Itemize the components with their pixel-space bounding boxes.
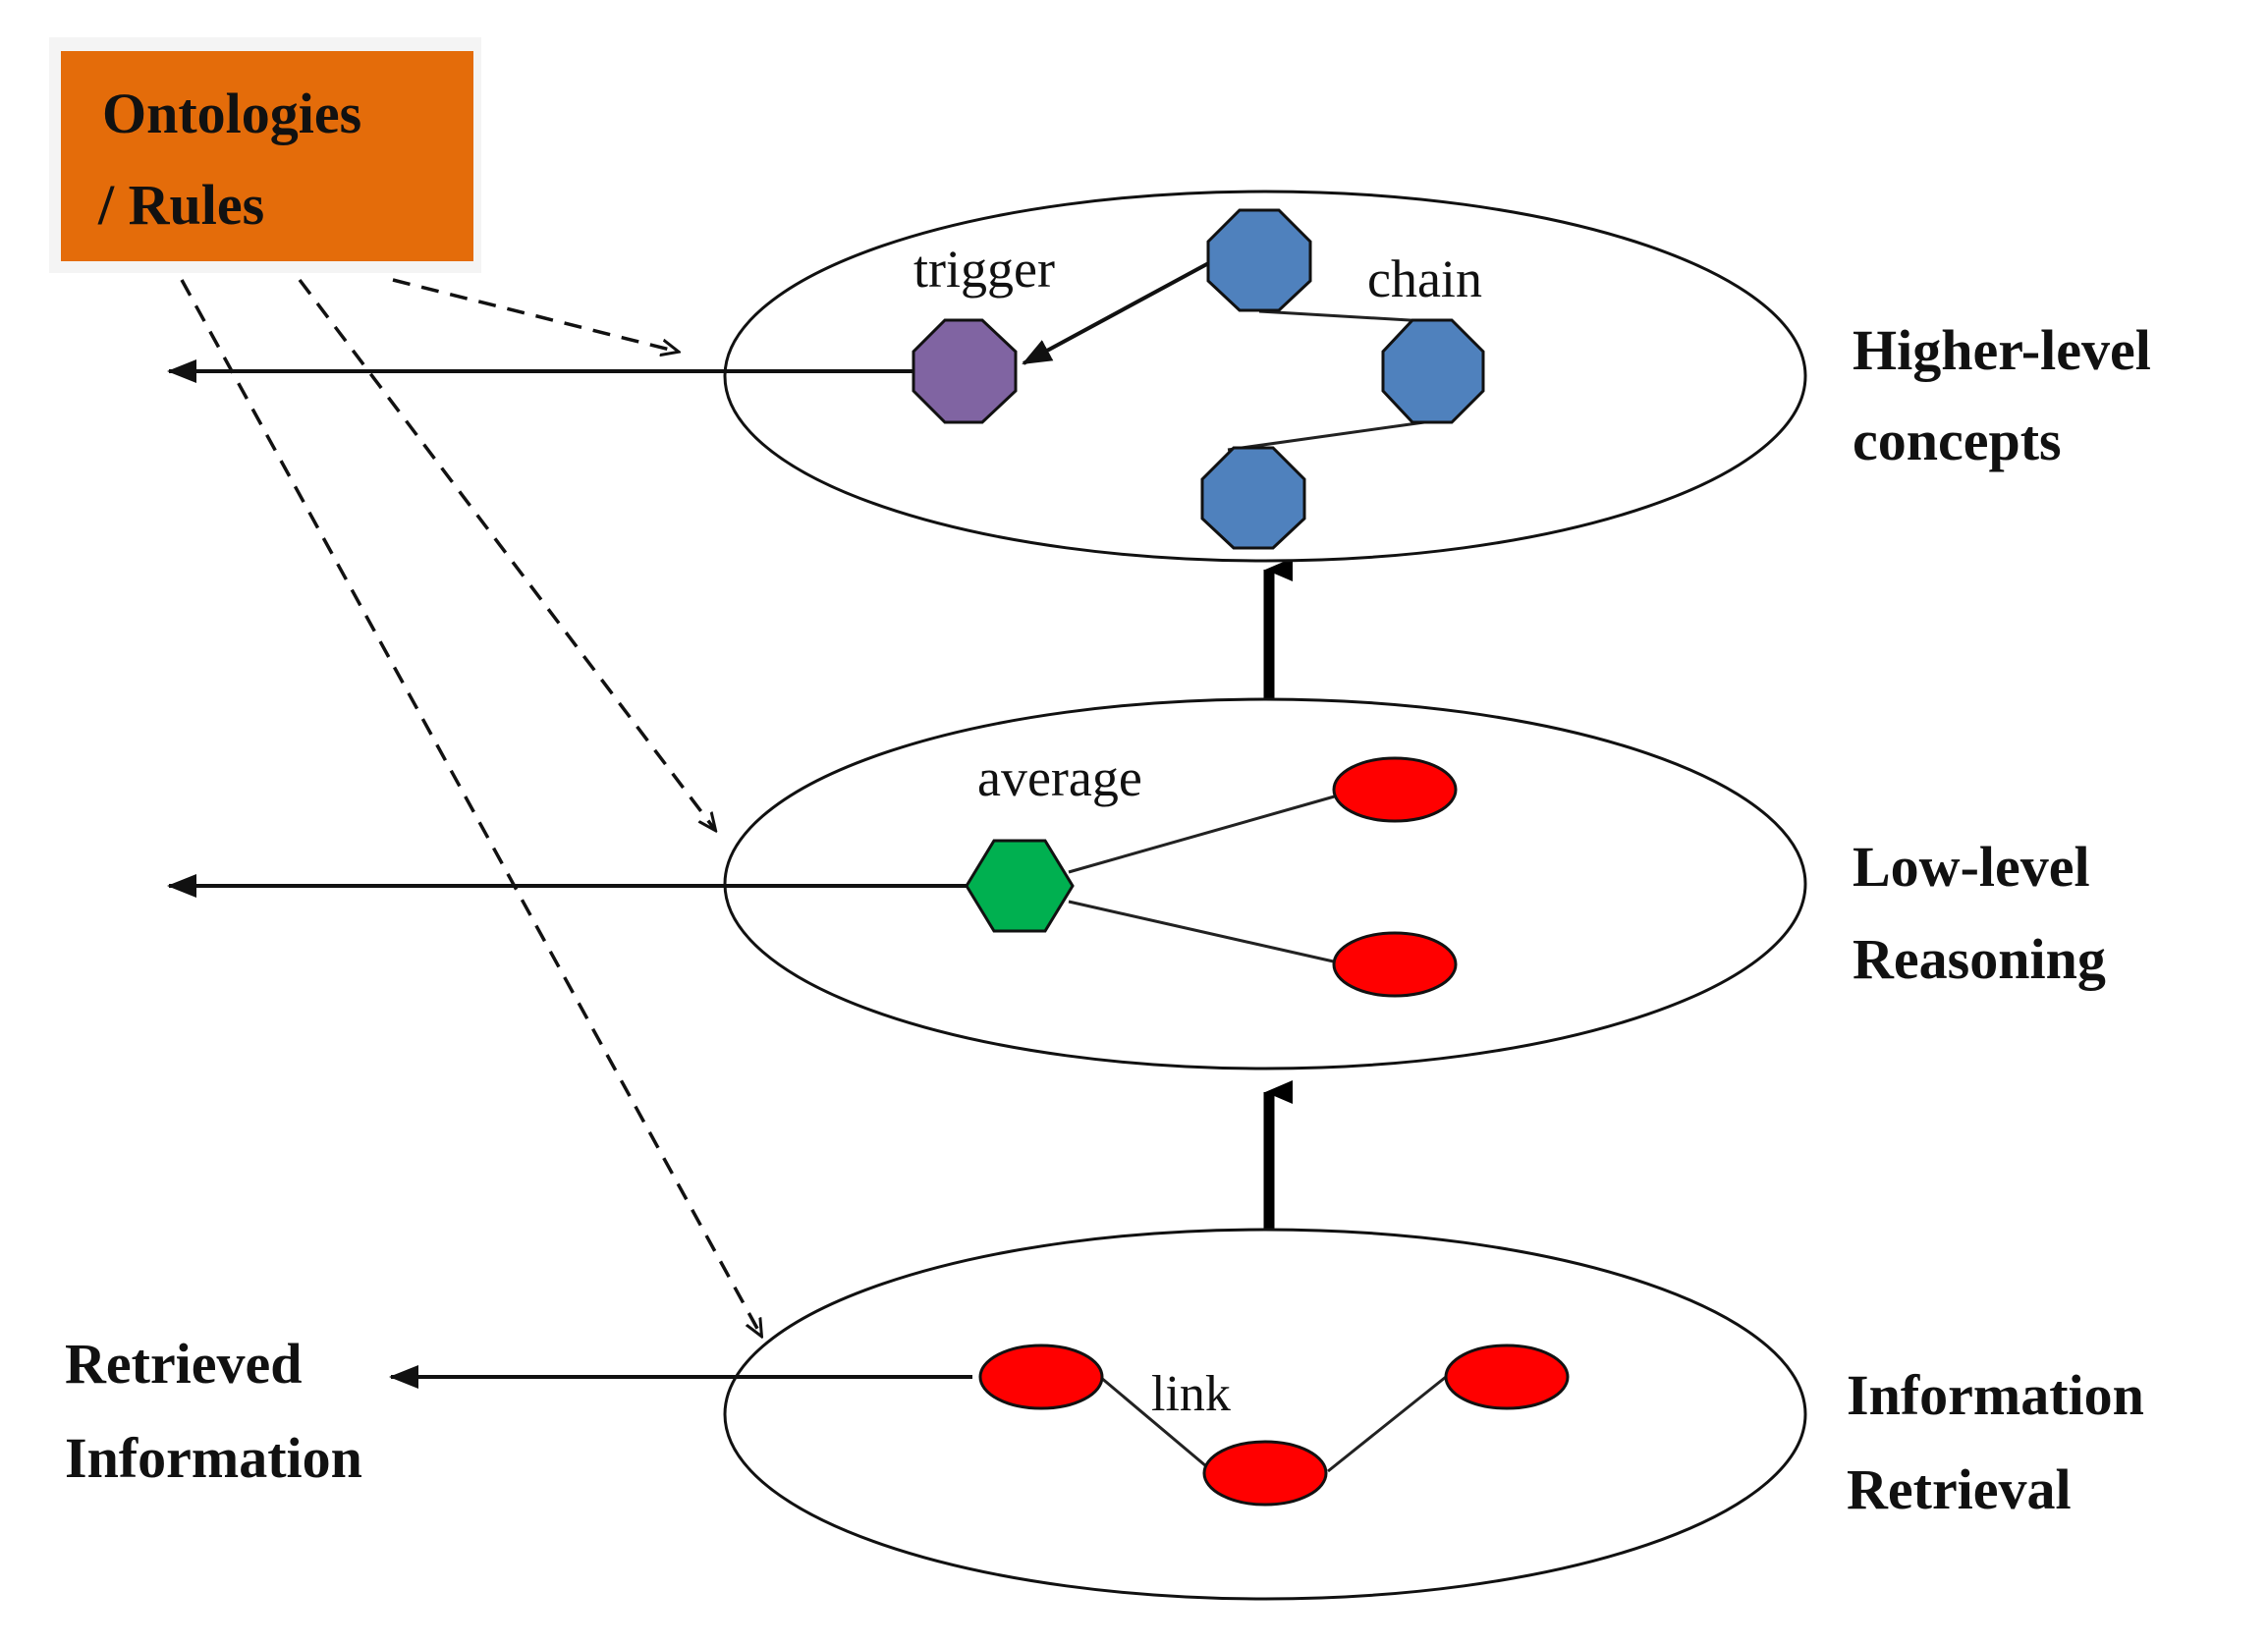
average-edge-2 <box>1068 900 1339 964</box>
retrieval-data-node-3 <box>1444 1344 1570 1410</box>
link-edge-2 <box>1327 1375 1447 1473</box>
trigger-label: trigger <box>913 240 1055 299</box>
trigger-edge <box>1022 258 1215 365</box>
retrieval-data-node-2 <box>1202 1440 1328 1507</box>
higher-label-line1: Higher-level <box>1853 318 2151 382</box>
dashed-arrow-to-low <box>298 278 715 830</box>
higher-label-line2: concepts <box>1853 409 2062 472</box>
chain-edge-1 <box>1258 309 1427 323</box>
chain-node-3 <box>1200 446 1306 550</box>
chain-label: chain <box>1367 249 1482 308</box>
average-label: average <box>977 748 1142 807</box>
dashed-arrow-to-higher <box>392 278 678 352</box>
chain-edge-2 <box>1227 420 1425 452</box>
link-edge-1 <box>1099 1375 1213 1473</box>
retrieval-label-line1: Information <box>1847 1363 2144 1427</box>
chain-node-2 <box>1381 318 1485 424</box>
low-label-line2: Reasoning <box>1853 927 2106 991</box>
average-edge-1 <box>1068 794 1339 874</box>
dashed-arrow-to-retrieval <box>180 279 761 1336</box>
ontology-box-fill <box>61 51 473 261</box>
low-level-layer: average <box>167 697 1807 1070</box>
low-data-node-2 <box>1332 931 1458 998</box>
trigger-node <box>912 318 1018 424</box>
higher-level-layer: trigger chain <box>167 190 1807 563</box>
higher-level-ellipse <box>723 190 1807 563</box>
retrieval-ellipse <box>723 1228 1807 1601</box>
ontology-label-line1: Ontologies <box>102 82 361 145</box>
link-label: link <box>1151 1366 1231 1422</box>
information-retrieval-layer: link <box>389 1228 1807 1601</box>
retrieved-information-line2: Information <box>65 1426 362 1490</box>
retrieved-information-line1: Retrieved <box>65 1332 303 1396</box>
low-data-node-1 <box>1332 756 1458 823</box>
chain-node-1 <box>1206 208 1312 312</box>
ontologies-rules-box: Ontologies / Rules <box>49 37 481 273</box>
average-node <box>965 839 1075 933</box>
ontology-label-line2: / Rules <box>97 173 264 237</box>
low-label-line1: Low-level <box>1853 835 2090 899</box>
ontology-dashed-arrows <box>180 278 761 1336</box>
retrieval-label-line2: Retrieval <box>1847 1457 2072 1521</box>
retrieval-data-node-1 <box>978 1344 1104 1410</box>
